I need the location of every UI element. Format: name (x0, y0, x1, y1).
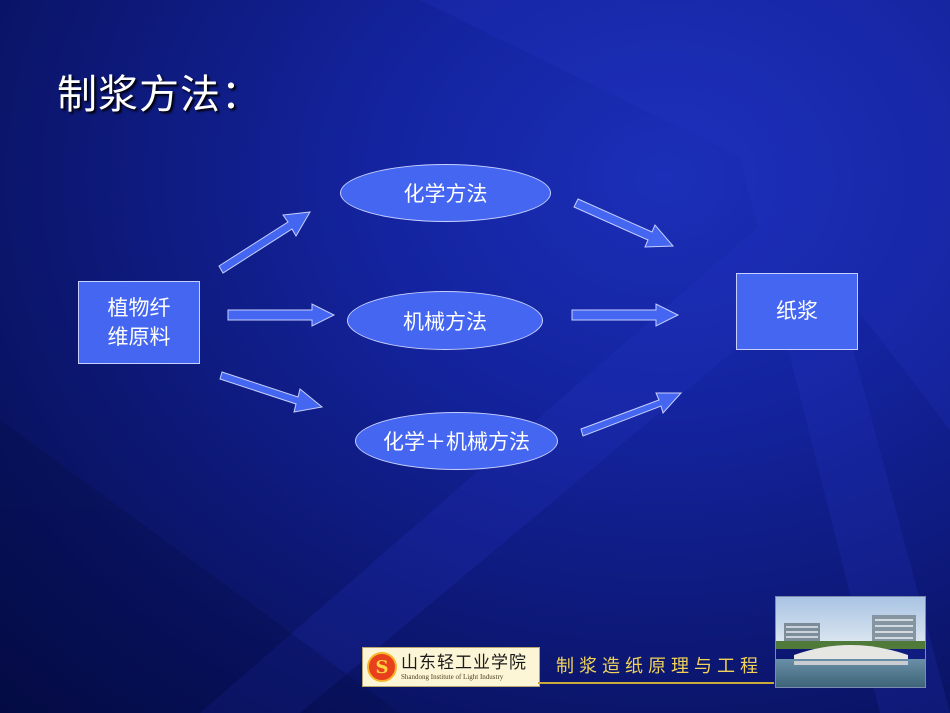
arrow-source-to-chemical (218, 211, 311, 274)
target-node: 纸浆 (736, 273, 858, 350)
method-node-mechanical: 机械方法 (347, 291, 543, 350)
school-logo: S 山东轻工业学院 Shandong Institute of Light In… (362, 647, 540, 687)
course-title: 制浆造纸原理与工程 (556, 656, 763, 677)
logo-text: 山东轻工业学院 Shandong Institute of Light Indu… (401, 653, 527, 682)
logo-text-cn: 山东轻工业学院 (401, 652, 527, 673)
logo-text-en: Shandong Institute of Light Industry (401, 672, 504, 681)
arrow-combined-to-pulp (580, 392, 683, 437)
method-label-chemical: 化学方法 (403, 182, 488, 206)
arrow-mechanical-to-pulp (571, 303, 680, 327)
arrow-source-to-combined (219, 371, 324, 413)
source-label: 植物纤 维原料 (107, 295, 171, 349)
arrow-chemical-to-pulp (573, 198, 675, 248)
arrow-source-to-mechanical (227, 303, 336, 327)
slide-title: 制浆方法： (57, 72, 262, 118)
source-node: 植物纤 维原料 (78, 281, 200, 364)
target-label: 纸浆 (776, 299, 818, 323)
campus-photo (775, 596, 926, 688)
footer-divider (538, 682, 774, 684)
method-node-combined: 化学＋机械方法 (355, 412, 558, 470)
logo-letter: S (375, 656, 389, 678)
method-node-chemical: 化学方法 (340, 164, 551, 222)
logo-emblem-icon: S (367, 652, 397, 682)
method-label-mechanical: 机械方法 (403, 309, 487, 334)
method-label-combined: 化学＋机械方法 (383, 430, 530, 454)
